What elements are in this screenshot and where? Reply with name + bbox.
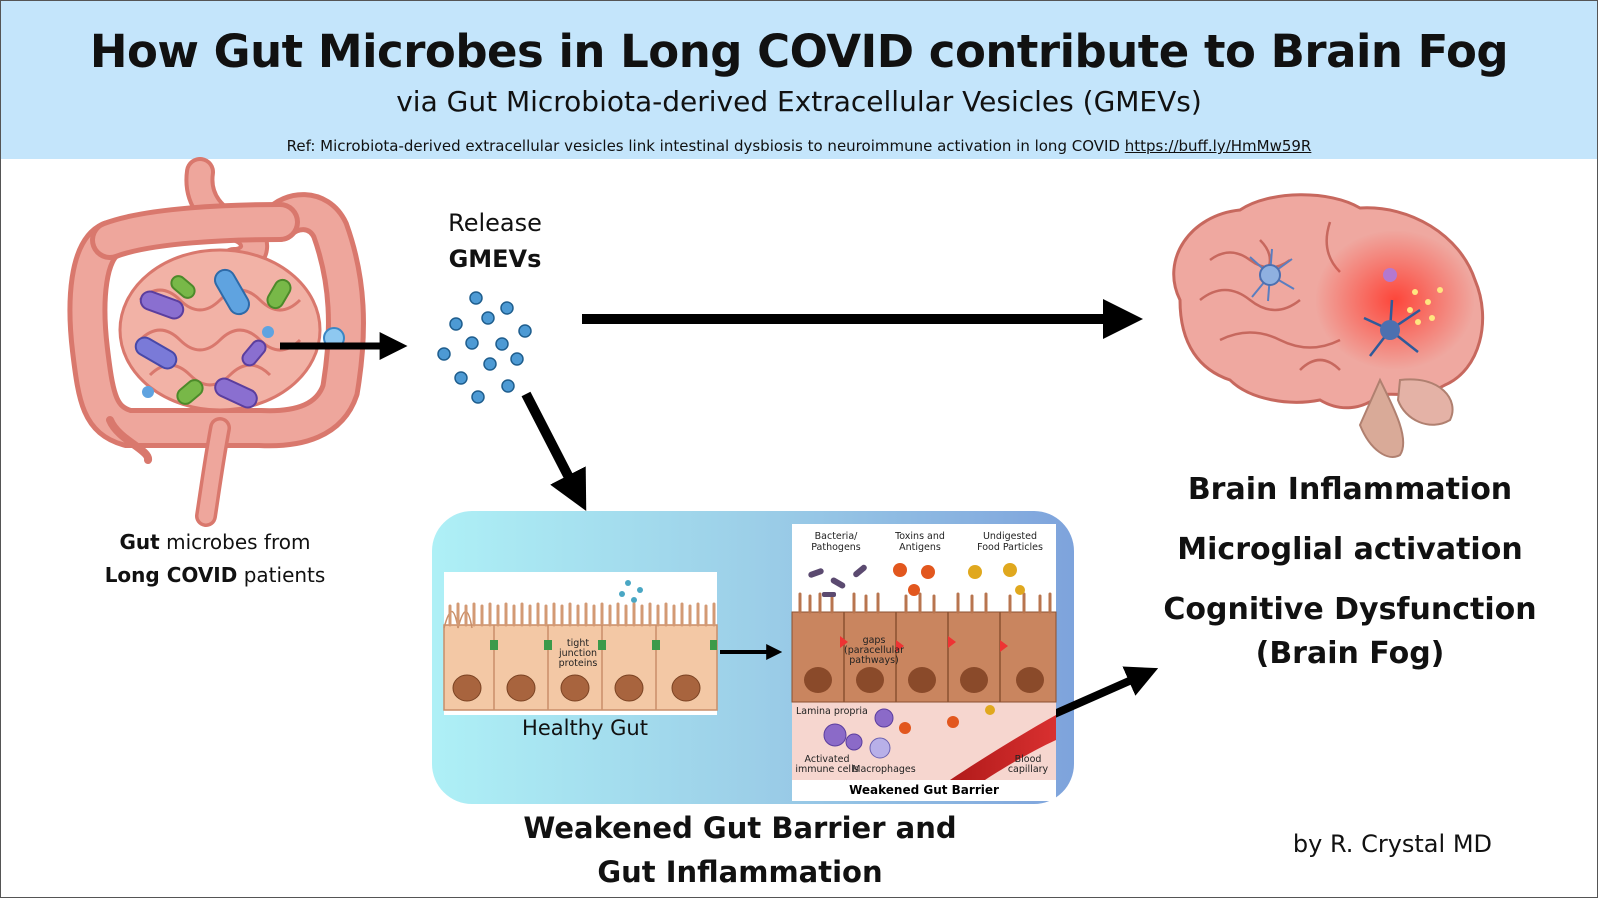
gut-label-rest-1: microbes from xyxy=(159,530,311,554)
toxins-label-2: Antigens xyxy=(899,542,941,553)
tight-junction-label-3: proteins xyxy=(559,658,598,669)
gut-label-line-2: Long COVID patients xyxy=(95,559,335,592)
food-label-2: Food Particles xyxy=(977,542,1043,553)
cognitive-line-2: (Brain Fog) xyxy=(1255,636,1445,671)
bacteria-label-2: Pathogens xyxy=(811,542,861,553)
release-label-line-1: Release xyxy=(448,209,542,237)
reference-line: Ref: Microbiota-derived extracellular ve… xyxy=(1,137,1597,155)
bacteria-label-1: Bacteria/ xyxy=(815,531,858,542)
gaps-label-2: (paracellular xyxy=(844,645,904,656)
tight-junction-label-2: junction xyxy=(558,648,597,659)
activated-label-2: immune cells xyxy=(795,764,858,775)
toxins-label-1: Toxins and xyxy=(894,531,945,542)
weakened-label-line-2: Gut Inflammation xyxy=(597,855,883,889)
healthy-gut-label: Healthy Gut xyxy=(522,716,648,740)
brain-icon xyxy=(1172,193,1485,458)
blood-label-1: Blood xyxy=(1015,754,1042,765)
gut-microbes-label: Gut microbes from Long COVID patients xyxy=(95,526,335,592)
release-label-line-2: GMEVs xyxy=(448,245,542,273)
blood-label-2: capillary xyxy=(1008,764,1049,775)
reference-text: Ref: Microbiota-derived extracellular ve… xyxy=(286,137,1125,155)
gut-label-line-1: Gut microbes from xyxy=(95,526,335,559)
food-label-1: Undigested xyxy=(983,531,1037,542)
release-gmevs-label: Release GMEVs xyxy=(420,205,570,277)
header-banner: How Gut Microbes in Long COVID contribut… xyxy=(1,1,1597,159)
gut-label-bold-2: Long COVID xyxy=(104,563,238,587)
author-credit: by R. Crystal MD xyxy=(1292,830,1492,858)
svg-text:Bacteria/Pathogens: Bacteria/Pathogens xyxy=(811,531,861,553)
reference-link[interactable]: https://buff.ly/HmMw59R xyxy=(1124,137,1312,155)
tight-junction-label-1: tight xyxy=(567,638,589,649)
page-title: How Gut Microbes in Long COVID contribut… xyxy=(89,25,1509,78)
cognitive-dysfunction-label: Cognitive Dysfunction (Brain Fog) xyxy=(1130,588,1570,676)
activated-label-1: Activated xyxy=(805,754,850,765)
page-subtitle: via Gut Microbiota-derived Extracellular… xyxy=(396,85,1202,118)
arrow-gmevs-to-gut-barrier xyxy=(521,391,587,512)
microglial-activation-label: Microglial activation xyxy=(1177,532,1523,567)
macrophages-label: Macrophages xyxy=(852,764,915,775)
gaps-label-3: pathways) xyxy=(849,655,898,666)
gut-label-bold-1: Gut xyxy=(119,530,160,554)
lamina-label: Lamina propria xyxy=(796,706,868,717)
gaps-label-1: gaps xyxy=(863,635,886,646)
weakened-barrier-label: Weakened Gut Barrier and Gut Inflammatio… xyxy=(520,806,960,894)
gmev-vesicles-icon xyxy=(437,291,532,404)
brain-inflammation-label: Brain Inflammation xyxy=(1187,472,1513,507)
weakened-caption: Weakened Gut Barrier xyxy=(849,783,999,797)
weakened-label-line-1: Weakened Gut Barrier and xyxy=(523,811,957,845)
cognitive-line-1: Cognitive Dysfunction xyxy=(1163,592,1537,627)
intestine-icon xyxy=(67,157,366,527)
gut-label-rest-2: patients xyxy=(237,563,326,587)
